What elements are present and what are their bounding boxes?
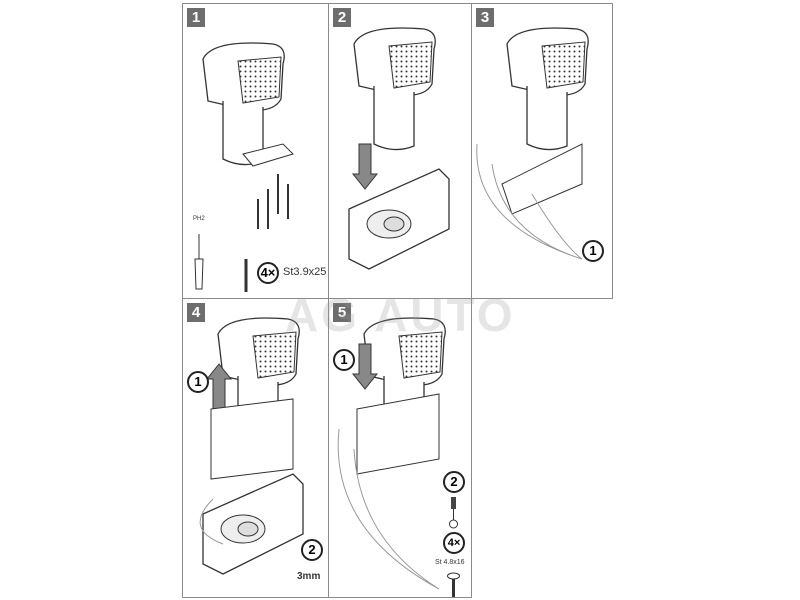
- callout-badge-1: 1: [187, 371, 209, 393]
- step-4-panel: 4 1 2 3mm: [182, 298, 329, 598]
- step-2-panel: 2: [328, 3, 472, 299]
- step-number: 3: [476, 8, 494, 27]
- watermark: AG AUTO: [285, 289, 516, 341]
- step-number: 4: [187, 303, 205, 322]
- screw-spec-label: St 4.8x16: [435, 559, 465, 566]
- step-3-panel: 3 1: [471, 3, 613, 299]
- step-number: 1: [187, 8, 205, 27]
- step-1-panel: 1 PH2 4× St3.9x25: [182, 3, 329, 299]
- armrest-secure-illustration: [337, 317, 460, 597]
- screw-spec-label: St3.9x25: [283, 266, 327, 278]
- screwdriver-type-label: PH2: [193, 216, 205, 222]
- armrest-fit-illustration: [476, 27, 589, 260]
- callout-badge-2: 2: [301, 539, 323, 561]
- step-number: 5: [333, 303, 351, 322]
- armrest-assembly-illustration: [194, 42, 294, 292]
- step-number: 2: [333, 8, 351, 27]
- quantity-badge: 4×: [443, 532, 465, 554]
- step-5-panel: 5 1 2 4× St 4.8x16: [328, 298, 472, 598]
- callout-badge-2: 2: [443, 471, 465, 493]
- quantity-badge: 4×: [257, 262, 279, 284]
- armrest-remove-illustration: [199, 317, 304, 575]
- armrest-insert-illustration: [348, 27, 450, 270]
- hex-key-size-label: 3mm: [297, 571, 321, 582]
- callout-badge-1: 1: [333, 349, 355, 371]
- callout-badge: 1: [582, 240, 604, 262]
